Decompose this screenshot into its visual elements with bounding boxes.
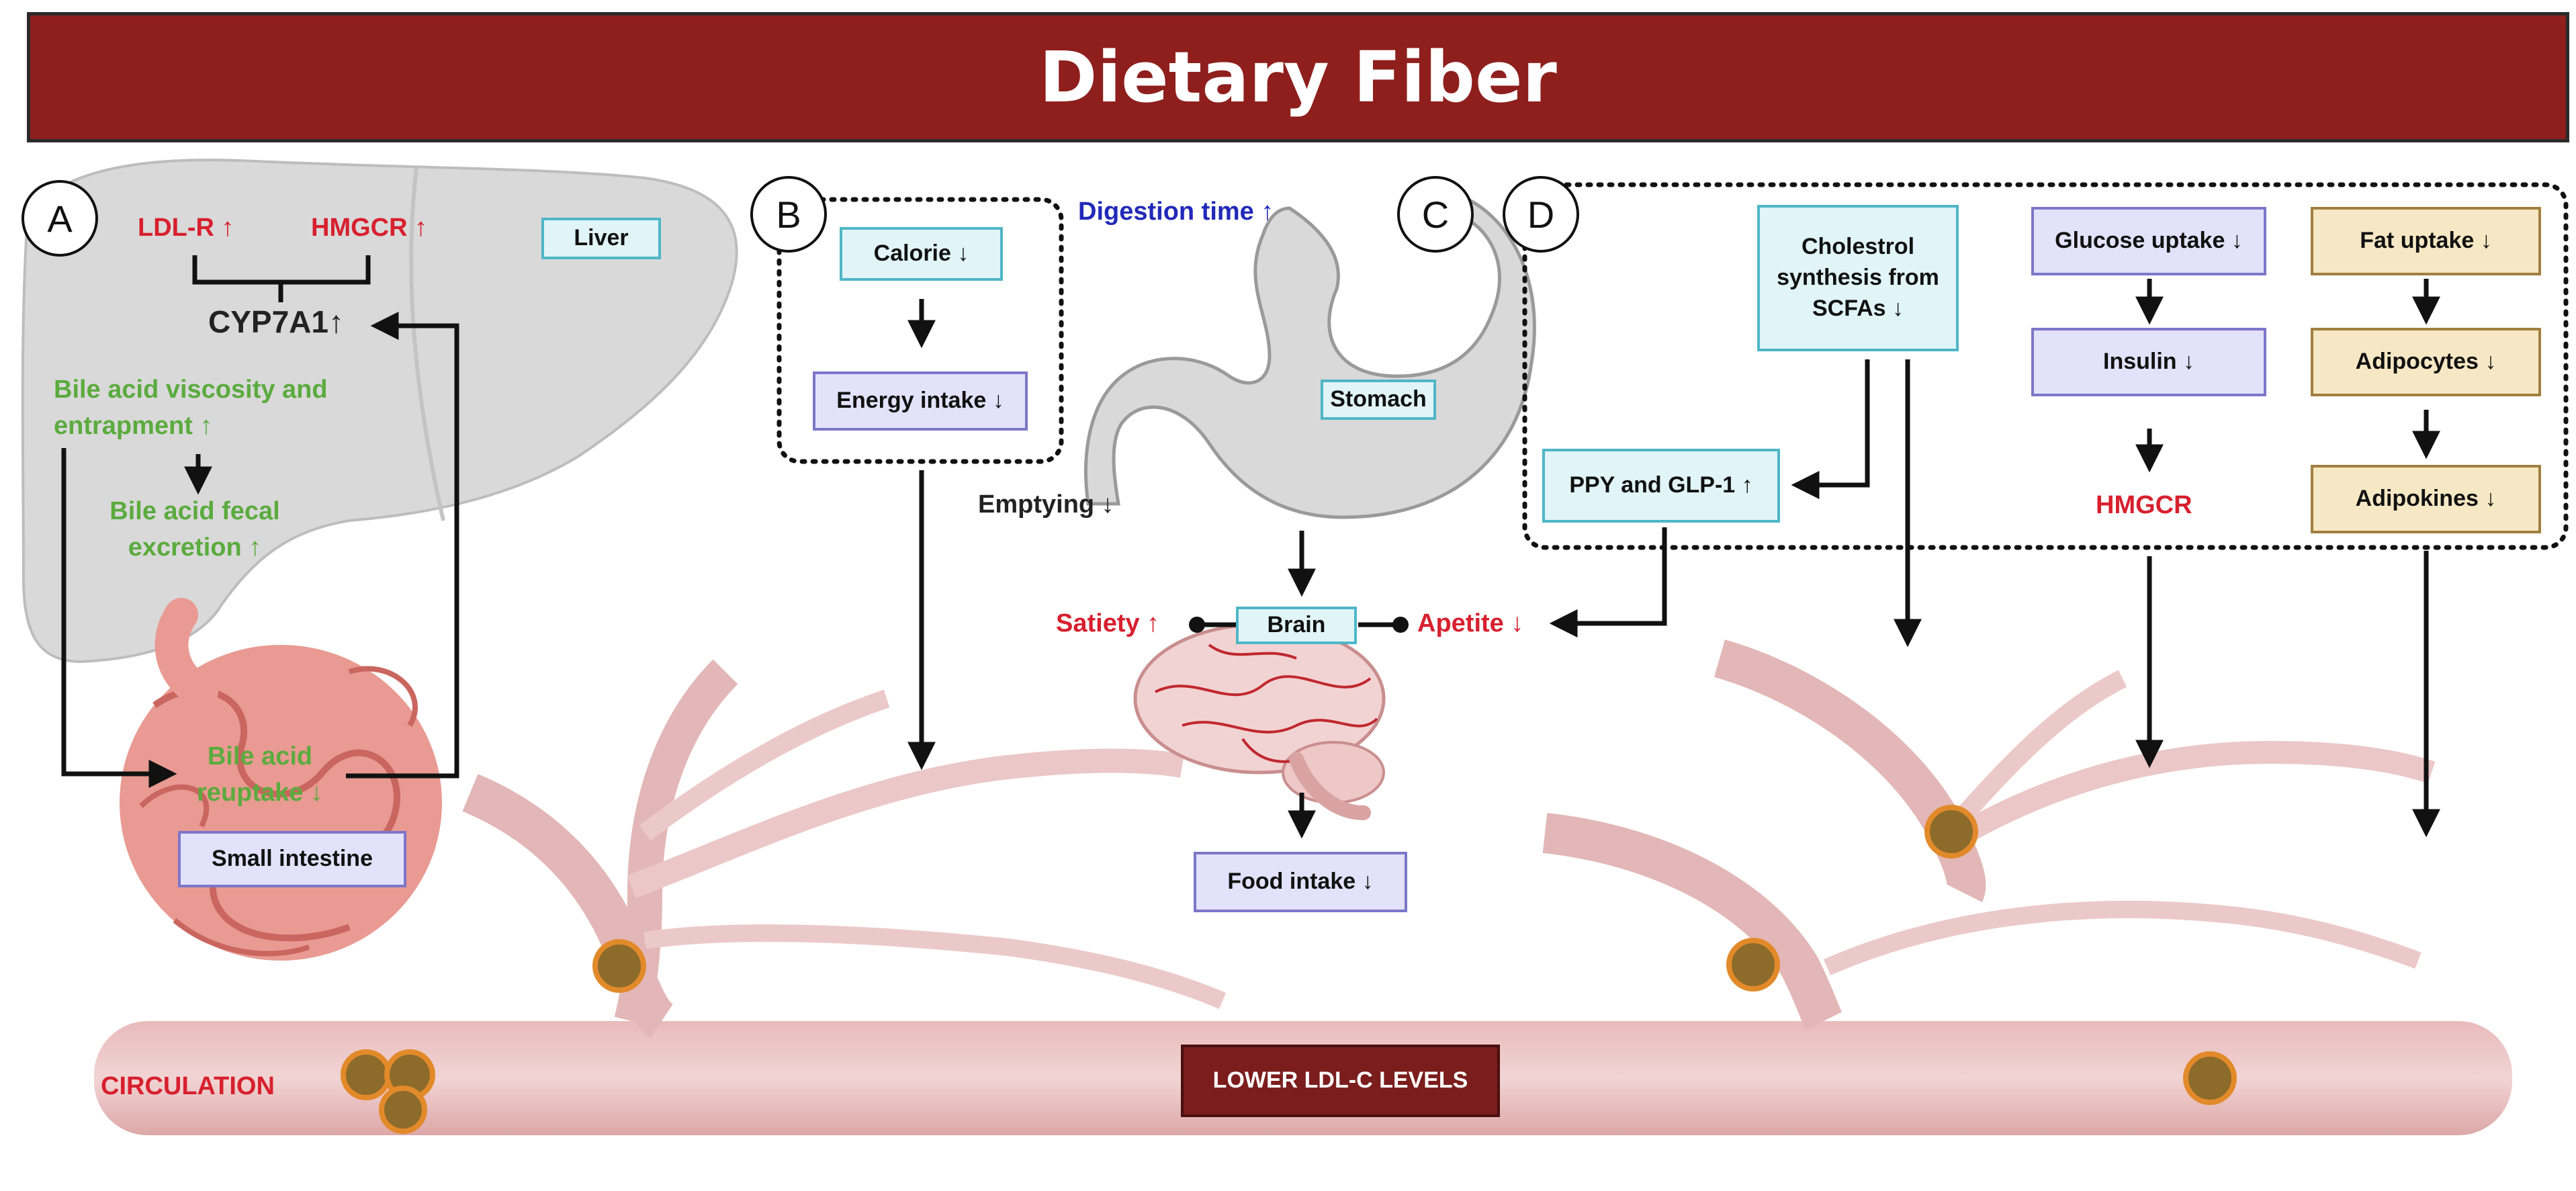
vessel-branch [1959,740,2436,843]
liver-label: Liver [541,218,661,259]
cyp7a1-label: CYP7A1↑ [208,304,344,339]
energy-intake-box: Energy intake ↓ [813,371,1028,431]
bracket-ldlr-hmgcr [192,255,371,302]
ldl-particle [1726,938,1780,991]
vessel-branch [643,924,1227,1009]
vessel-branch [1542,813,1842,1030]
stomach-label: Stomach [1321,380,1436,420]
apetite-label: Apetite ↓ [1417,609,1524,637]
vessel-branch [639,689,890,841]
small-intestine-label: Small intestine [178,831,406,887]
panel-b-frame [776,197,1064,464]
ldl-particle [379,1086,427,1134]
page-title: Dietary Fiber [1039,36,1557,118]
intestine-coils [152,687,400,942]
stomach-illustration [1084,193,1536,519]
brain-illustration [1133,623,1386,820]
adipokines-box: Adipokines ↓ [2311,465,2541,533]
duodenum [154,598,218,709]
insulin-box: Insulin ↓ [2031,328,2266,396]
bile-fecal-label: Bile acid fecal excretion ↑ [109,497,280,562]
bile-reuptake-label: Bile acid reuptake ↓ [197,742,323,807]
ldl-particle [341,1049,392,1100]
adipocytes-box: Adipocytes ↓ [2311,328,2541,396]
ldl-particle [592,939,646,993]
emptying-label: Emptying ↓ [978,490,1114,519]
ldl-particles [341,805,2237,1134]
hmgcr-d-label: HMGCR [2096,491,2192,519]
vessel-branch [627,748,1184,898]
brain-stem [1289,752,1371,820]
cholesterol-synthesis-box: Cholestrol synthesis from SCFAs ↓ [1757,205,1959,351]
apetite-dot [1392,617,1409,633]
ldl-particle [1924,805,1978,858]
panel-label-a: A [21,180,98,257]
panel-label-c: C [1397,176,1474,253]
panel-label-b: B [750,176,827,253]
food-intake-box: Food intake ↓ [1194,852,1407,912]
brain-label: Brain [1236,607,1357,644]
fat-uptake-box: Fat uptake ↓ [2311,207,2541,275]
connectors [61,255,2440,839]
lower-ldlc-box: LOWER LDL-C LEVELS [1181,1045,1500,1117]
digestion-time-label: Digestion time ↑ [1078,197,1274,226]
satiety-label: Satiety ↑ [1056,609,1160,637]
arrow-cholesterol-ppy [1791,359,1870,499]
vessel-branch [1823,900,2422,975]
title-banner: Dietary Fiber [27,12,2569,142]
glucose-uptake-box: Glucose uptake ↓ [2031,207,2266,275]
vessel-branch [1941,670,2127,840]
ppy-glp1-box: PPY and GLP-1 ↑ [1542,449,1780,523]
arrow-fecal-to-reuptake [61,448,171,774]
ldl-particle [2183,1051,2237,1105]
arrow-reuptake-to-cyp7a1 [346,312,459,779]
arrow-ppy-apetite [1549,527,1667,637]
liver-lobe-line [409,167,445,521]
hmgcr-liver-label: HMGCR ↑ [311,214,428,242]
ldlr-label: LDL-R ↑ [138,214,234,242]
circulation-label: CIRCULATION [101,1072,275,1100]
bile-viscosity-label: Bile acid viscosity and entrapment ↑ [54,376,328,440]
brain-vessels [1155,644,1378,763]
liver-illustration [21,159,738,664]
panel-label-d: D [1503,176,1579,253]
vessel-branch [1714,639,1986,902]
calorie-box: Calorie ↓ [840,227,1003,281]
panel-d-frame [1522,182,2569,550]
satiety-dot [1189,617,1205,633]
